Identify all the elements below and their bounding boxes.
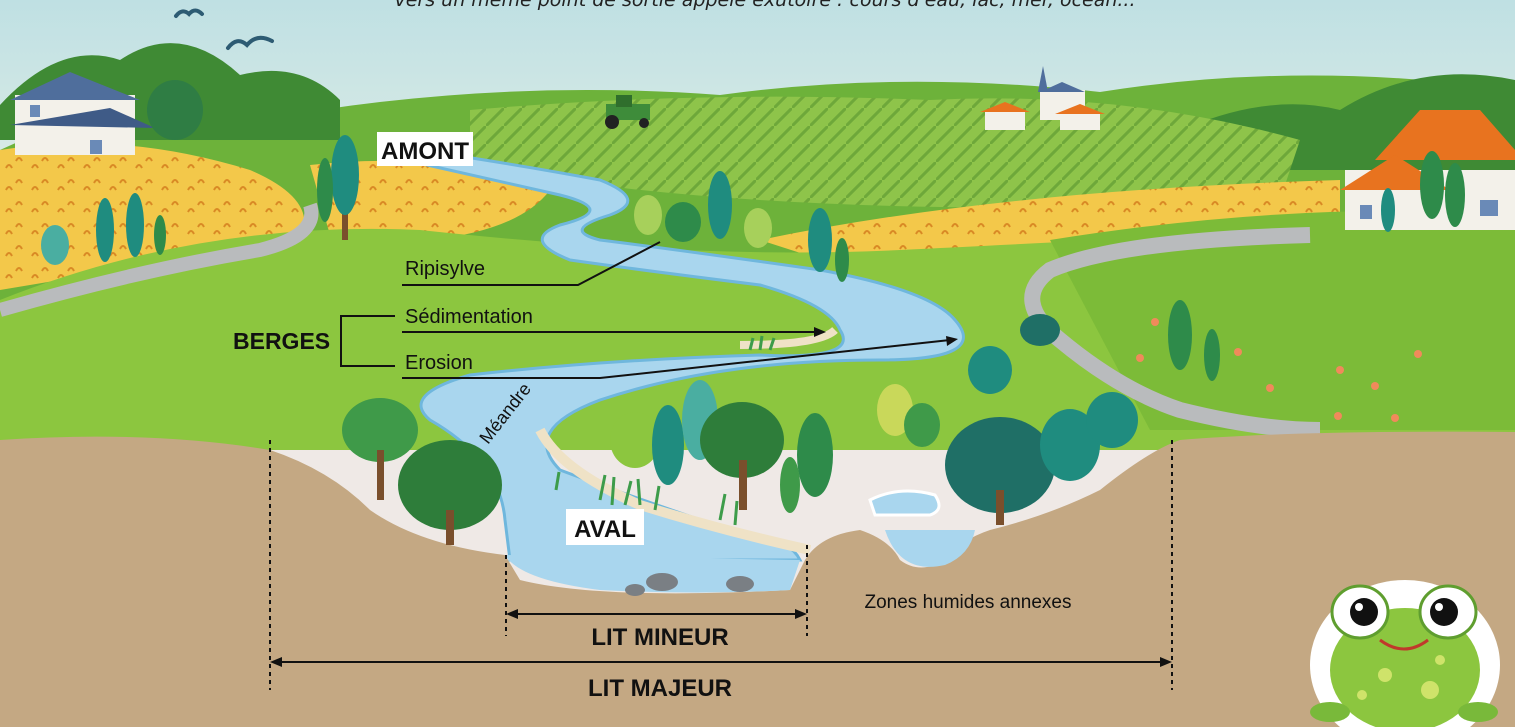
- lit-majeur-label: LIT MAJEUR: [588, 675, 732, 702]
- flowers: [1136, 318, 1422, 422]
- amont-label: AMONT: [381, 138, 469, 165]
- lit-mineur-arrow-left: [506, 609, 518, 619]
- erosion-label: Erosion: [405, 352, 473, 374]
- rocks: [625, 573, 754, 596]
- berges-label: BERGES: [233, 328, 330, 354]
- tree-icon: [41, 80, 1465, 545]
- wetland-pool: [868, 489, 941, 517]
- sedimentation-arrow: [814, 327, 826, 337]
- lit-majeur-arrow-left: [270, 657, 282, 667]
- ripisylve-label: Ripisylve: [405, 258, 485, 280]
- erosion-arrow: [946, 336, 958, 346]
- village-icon: [980, 66, 1105, 130]
- road-left: [0, 202, 319, 317]
- lit-mineur-arrow-right: [795, 609, 807, 619]
- ripisylve-pointer: [402, 241, 661, 286]
- aval-label-box: [566, 509, 644, 545]
- erosion-pointer: [402, 339, 951, 379]
- lit-majeur-arrow-right: [1160, 657, 1172, 667]
- berges-bracket: [340, 315, 395, 367]
- intro-text: vers un même point de sortie appelé exut…: [394, 0, 1135, 11]
- house-icon: [10, 72, 155, 155]
- bird-icon: [174, 8, 274, 50]
- soil-section: [0, 431, 1515, 727]
- frog-mascot-icon: [1310, 580, 1500, 727]
- lit-mineur-label: LIT MINEUR: [591, 624, 728, 651]
- amont-label-box: [377, 132, 473, 166]
- sand-bank-inner: [535, 427, 812, 555]
- zones-humides-label: Zones humides annexes: [864, 592, 1071, 613]
- sedimentation-label: Sédimentation: [405, 306, 533, 328]
- aval-label: AVAL: [574, 516, 636, 543]
- wetland-pond: [885, 530, 975, 567]
- tractor-icon: [605, 95, 650, 129]
- yellow-field-left: [0, 143, 305, 290]
- meadow-right: [1050, 210, 1515, 430]
- sand-bank-sedimentation: [739, 326, 838, 349]
- reeds: [554, 335, 776, 526]
